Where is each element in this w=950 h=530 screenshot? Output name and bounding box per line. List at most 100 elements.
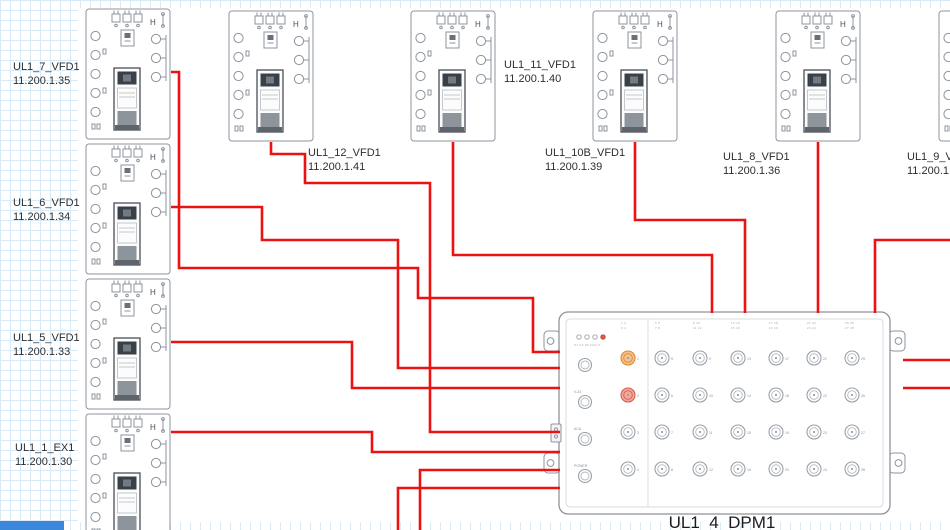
cable-UL1_9_VFD-to-UL1_4_DPM1[interactable] bbox=[873, 238, 950, 313]
device-name: UL1_10B_VFD1 bbox=[545, 147, 625, 159]
dpm-port-number: 2 bbox=[637, 394, 639, 398]
dpm-port-number: 14 bbox=[747, 394, 751, 398]
dpm-port-number: 9 bbox=[709, 357, 711, 361]
dpm-port-number: 3 bbox=[637, 431, 639, 435]
device-label-UL1_10B_VFD1[interactable]: UL1_10B_VFD1 11.200.1.39 bbox=[545, 147, 625, 173]
device-label-UL1_12_VFD1[interactable]: UL1_12_VFD1 11.200.1.41 bbox=[308, 147, 381, 173]
device-ip: 11.200.1.35 bbox=[13, 75, 70, 87]
dpm-port-number: 5 bbox=[671, 357, 673, 361]
dpm-port-number: 24 bbox=[823, 468, 827, 472]
dpm-top-label: 27 28 bbox=[845, 326, 854, 330]
dpm-port-number: 12 bbox=[709, 468, 713, 472]
dpm-top-label: 3 4 bbox=[621, 326, 626, 330]
device-name: UL1_7_VFD1 bbox=[13, 61, 80, 73]
dpm-port-number: 19 bbox=[785, 431, 789, 435]
dpm-mount-hole bbox=[894, 459, 903, 467]
dpm-port-number: 22 bbox=[823, 394, 827, 398]
dpm-mount-tab bbox=[888, 452, 906, 474]
device-UL1_1_EX1[interactable] bbox=[85, 413, 171, 530]
dpm-top-label: 5 6 bbox=[655, 321, 660, 325]
dpm-mount-hole bbox=[894, 337, 903, 345]
cable-UL1_11_VFD1-to-UL1_4_DPM1[interactable] bbox=[451, 142, 714, 313]
dpm-port-number: 16 bbox=[747, 468, 751, 472]
dpm-body bbox=[558, 311, 891, 515]
device-ip: 11.200.1.36 bbox=[723, 165, 780, 177]
dpm-port-number: 21 bbox=[823, 357, 827, 361]
dpm-port-number: 7 bbox=[671, 431, 673, 435]
dpm-aux-connector bbox=[577, 468, 593, 484]
device-ip: 11.200.1.40 bbox=[504, 73, 561, 85]
dpm-led-labels: P1 P2 IM FAULT bbox=[574, 343, 601, 347]
cable-UL1_6_VFD1-to-UL1_4_DPM1[interactable] bbox=[171, 205, 560, 370]
device-label-UL1_11_VFD1[interactable]: UL1_11_VFD1 11.200.1.40 bbox=[504, 59, 576, 85]
dpm-aux-connector bbox=[577, 431, 593, 447]
device-UL1_11_VFD1[interactable] bbox=[410, 10, 496, 142]
dpm-mount-hole bbox=[546, 337, 555, 345]
dpm-port-number: 6 bbox=[671, 394, 673, 398]
dpm-port-number: 17 bbox=[785, 357, 789, 361]
cable-UL1_4_DPM1-to-offscreen-bottom-2[interactable] bbox=[396, 486, 560, 530]
dpm-aux-label: ACA bbox=[574, 427, 582, 431]
dpm-led bbox=[592, 334, 598, 340]
bottom-left-blue-bar[interactable] bbox=[0, 521, 64, 530]
device-ip: 11.200.1.41 bbox=[308, 161, 365, 173]
device-name: UL1_12_VFD1 bbox=[308, 147, 381, 159]
device-label-UL1_8_VFD1[interactable]: UL1_8_VFD1 11.200.1.36 bbox=[723, 151, 790, 177]
dpm-aux-label: V-24 bbox=[574, 390, 581, 394]
device-UL1_6_VFD1[interactable] bbox=[85, 143, 171, 275]
device-ip: 11.200.1.39 bbox=[545, 161, 602, 173]
cable-UL1_10B_VFD1-to-UL1_4_DPM1[interactable] bbox=[633, 142, 747, 313]
dpm-aux-connector bbox=[577, 357, 593, 373]
cable-UL1_1_EX1-to-UL1_4_DPM1[interactable] bbox=[171, 430, 560, 454]
dpm-port-number: 23 bbox=[823, 431, 827, 435]
dpm-mount-hole bbox=[546, 459, 555, 467]
cable-UL1_12_VFD1-to-UL1_4_DPM1[interactable] bbox=[269, 142, 560, 434]
dpm-inner-frame bbox=[565, 318, 884, 508]
device-UL1_8_VFD1[interactable] bbox=[775, 10, 861, 142]
device-ip: 11.200.1.34 bbox=[13, 211, 70, 223]
dpm-side-connector-pin bbox=[553, 434, 559, 439]
dpm-top-label: 21 22 bbox=[807, 321, 816, 325]
dpm-top-label: 19 20 bbox=[769, 326, 778, 330]
dpm-top-label: 13 14 bbox=[731, 321, 740, 325]
dpm-top-label: 11 12 bbox=[693, 326, 702, 330]
device-name: UL1_6_VFD1 bbox=[13, 197, 80, 209]
device-labels-group: UL1_7_VFD111.200.1.35UL1_6_VFD111.200.1.… bbox=[13, 59, 950, 468]
device-name: UL1_9_VFD bbox=[907, 151, 950, 163]
cable-UL1_4_DPM1-to-offscreen-bottom-1[interactable] bbox=[418, 468, 560, 530]
dpm-top-label: 9 10 bbox=[693, 321, 700, 325]
dpm-port-number: 27 bbox=[861, 431, 865, 435]
device-UL1_12_VFD1[interactable] bbox=[228, 10, 314, 142]
device-UL1_9_VFD[interactable] bbox=[938, 10, 950, 142]
dpm-port-number: 1 bbox=[637, 357, 639, 361]
device-UL1_5_VFD1[interactable] bbox=[85, 278, 171, 410]
device-label-UL1_6_VFD1[interactable]: UL1_6_VFD1 11.200.1.34 bbox=[13, 197, 80, 223]
device-name: UL1_5_VFD1 bbox=[13, 332, 80, 344]
device-label-UL1_7_VFD1[interactable]: UL1_7_VFD1 11.200.1.35 bbox=[13, 61, 80, 87]
device-name: UL1_8_VFD1 bbox=[723, 151, 790, 163]
dpm-port-number: 18 bbox=[785, 394, 789, 398]
dpm-port-number: 11 bbox=[709, 431, 713, 435]
cable-UL1_7_VFD1-to-UL1_4_DPM1[interactable] bbox=[171, 70, 560, 354]
dpm-port-number: 10 bbox=[709, 394, 713, 398]
device-UL1_7_VFD1[interactable] bbox=[85, 8, 171, 140]
dpm-top-label: 15 16 bbox=[731, 326, 740, 330]
device-ip: 11.200.1.30 bbox=[15, 456, 72, 468]
dpm-port-number: 28 bbox=[861, 468, 865, 472]
dpm-top-label: 7 8 bbox=[655, 326, 660, 330]
dpm-port-number: 13 bbox=[747, 357, 751, 361]
device-ip: 11.200.1. bbox=[907, 165, 950, 177]
dpm-caption[interactable]: UL1_4_DPM1 bbox=[669, 513, 776, 530]
cable-UL1_5_VFD1-to-UL1_4_DPM1[interactable] bbox=[171, 340, 560, 390]
dpm-led bbox=[600, 334, 606, 340]
device-name: UL1_11_VFD1 bbox=[504, 59, 576, 71]
device-label-UL1_9_VFD[interactable]: UL1_9_VFD 11.200.1. bbox=[907, 151, 950, 177]
device-UL1_10B_VFD1[interactable] bbox=[592, 10, 678, 142]
dpm-mount-tab bbox=[888, 330, 906, 352]
dpm-top-label: 25 26 bbox=[845, 321, 854, 325]
